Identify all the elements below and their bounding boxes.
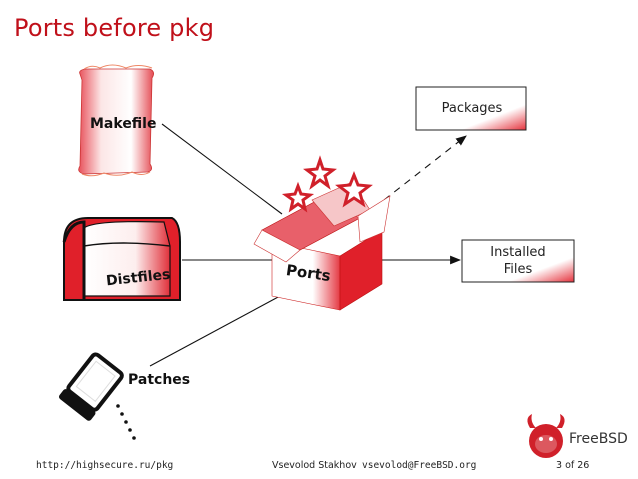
slide-footer: http://highsecure.ru/pkg Vsevolod Stakho…: [0, 460, 638, 476]
ports-box-icon: [253, 181, 391, 311]
star-icon: [335, 170, 373, 208]
footer-page: 3 of 26: [556, 460, 590, 471]
installed-files-box: [461, 239, 575, 283]
installed-label-line2: Files: [503, 262, 533, 277]
packages-label: Packages: [441, 101, 503, 116]
stars-decoration: [281, 155, 373, 213]
patches-label: Patches: [128, 372, 191, 388]
makefile-label: Makefile: [90, 116, 157, 132]
patches-to-ports-line: [149, 295, 281, 367]
makefile-to-ports-line: [161, 123, 283, 215]
star-icon: [281, 181, 315, 213]
slide-title: Ports before pkg: [14, 14, 215, 42]
makefile-scroll-icon: [78, 64, 154, 177]
footer-url: http://highsecure.ru/pkg: [36, 460, 174, 471]
star-icon: [303, 155, 337, 190]
footer-author: Vsevolod Stakhov: [272, 460, 357, 471]
packages-box: [415, 86, 527, 131]
freebsd-logo-icon: [527, 414, 565, 458]
patches-shaker-icon: [58, 352, 136, 440]
ports-to-packages-arrow: [383, 135, 467, 201]
installed-files-label: Installed Files: [462, 244, 574, 278]
freebsd-logo-text: FreeBSD: [569, 431, 628, 447]
distfiles-chest-icon: [62, 217, 181, 301]
installed-label-line1: Installed: [490, 245, 546, 260]
connector-lines: [149, 123, 467, 367]
footer-email: vsevolod@FreeBSD.org: [362, 460, 477, 471]
